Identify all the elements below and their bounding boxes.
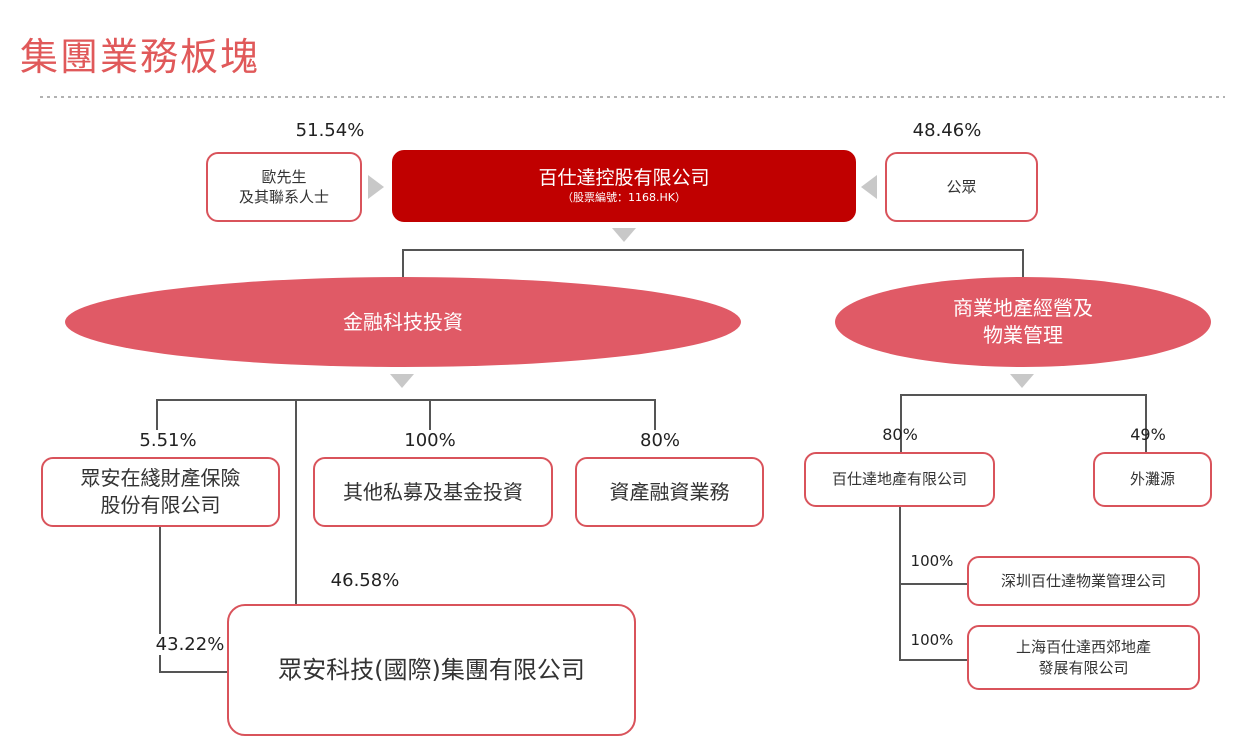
bund-box: 外灘源 <box>1093 452 1212 507</box>
arrow-down-icon <box>390 374 414 388</box>
arrow-down-icon <box>1010 374 1034 388</box>
pct-owner-right: 48.46% <box>912 120 982 141</box>
owner-line: 歐先生 <box>261 167 307 186</box>
name-line: 眾安在綫財產保險 <box>80 466 241 490</box>
pct-shenzhen: 100% <box>910 552 954 570</box>
name-line: 上海百仕達西郊地產 <box>1015 638 1151 657</box>
segment-line: 物業管理 <box>983 323 1063 347</box>
holding-company: 百仕達控股有限公司 （股票編號：1168.HK） <box>392 150 856 222</box>
segment-fintech: 金融科技投資 <box>65 277 741 367</box>
pct-zhongan-tech-via: 43.22% <box>153 634 227 655</box>
zhongan-tech-box: 眾安科技(國際)集團有限公司 <box>227 604 636 736</box>
arrow-left-icon <box>861 175 877 199</box>
segment-line: 商業地產經營及 <box>953 296 1093 320</box>
public-owner: 公眾 <box>885 152 1038 222</box>
other-pe-box: 其他私募及基金投資 <box>313 457 553 527</box>
arrow-down-icon <box>612 228 636 242</box>
pct-zhongan-tech-direct: 46.58% <box>330 570 400 591</box>
shanghai-box: 上海百仕達西郊地產 發展有限公司 <box>967 625 1200 690</box>
zhongan-online-box: 眾安在綫財產保險 股份有限公司 <box>41 457 280 527</box>
pct-owner-left: 51.54% <box>295 120 365 141</box>
pct-other-pe: 100% <box>404 430 456 451</box>
stock-code: （股票編號：1168.HK） <box>562 191 686 205</box>
page-title: 集團業務板塊 <box>20 35 261 79</box>
arrow-right-icon <box>368 175 384 199</box>
owner-line: 及其聯系人士 <box>238 188 329 206</box>
holding-name: 百仕達控股有限公司 <box>538 166 710 189</box>
pct-asset-fin: 80% <box>639 430 681 451</box>
name-line: 發展有限公司 <box>1038 658 1129 677</box>
shenzhen-box: 深圳百仕達物業管理公司 <box>967 556 1200 606</box>
pct-shanghai: 100% <box>910 631 954 649</box>
name-line: 股份有限公司 <box>100 493 221 517</box>
sinfodev-box: 百仕達地產有限公司 <box>804 452 995 507</box>
pct-bund: 49% <box>1130 425 1166 444</box>
pct-sinfodev: 80% <box>882 425 918 444</box>
pct-zhongan-online: 5.51% <box>139 430 197 451</box>
segment-property: 商業地產經營及 物業管理 <box>835 277 1211 367</box>
owner-mr-au: 歐先生 及其聯系人士 <box>206 152 362 222</box>
asset-fin-box: 資產融資業務 <box>575 457 764 527</box>
